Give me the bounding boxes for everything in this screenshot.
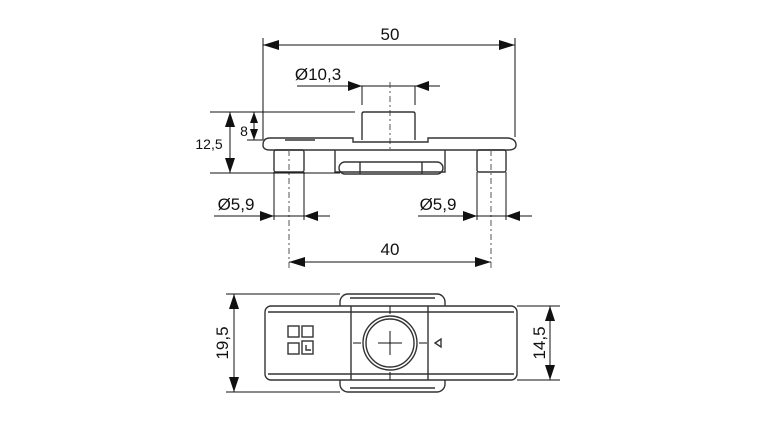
part-top-outline bbox=[264, 293, 518, 393]
center-width-label: 19,5 bbox=[213, 326, 232, 359]
dimension-right-pin-diameter: Ø5,9 bbox=[418, 172, 532, 221]
top-view: 19,5 14,5 bbox=[213, 293, 560, 393]
part-side-outline bbox=[262, 111, 517, 268]
dimension-overall-width: 50 bbox=[262, 25, 516, 140]
dimension-pin-spacing: 40 bbox=[289, 240, 491, 267]
brand-logo-icon bbox=[287, 325, 314, 355]
dimension-center-width: 19,5 bbox=[213, 293, 340, 393]
dimension-boss-height: 8 bbox=[240, 112, 263, 141]
pin-spacing-label: 40 bbox=[381, 240, 400, 259]
dimension-boss-diameter: Ø10,3 bbox=[295, 65, 440, 105]
boss-height-label: 8 bbox=[240, 123, 248, 139]
overall-width-label: 50 bbox=[381, 25, 400, 44]
dimension-bar-width: 14,5 bbox=[517, 305, 560, 381]
left-pin-diameter-label: Ø5,9 bbox=[218, 195, 255, 214]
dimension-left-pin-diameter: Ø5,9 bbox=[214, 172, 330, 221]
side-view: 50 Ø10,3 bbox=[195, 25, 532, 268]
boss-diameter-label: Ø10,3 bbox=[295, 65, 341, 84]
bar-width-label: 14,5 bbox=[530, 326, 549, 359]
total-height-label: 12,5 bbox=[195, 136, 222, 152]
right-pin-diameter-label: Ø5,9 bbox=[420, 195, 457, 214]
dimension-total-height: 12,5 bbox=[195, 111, 355, 174]
